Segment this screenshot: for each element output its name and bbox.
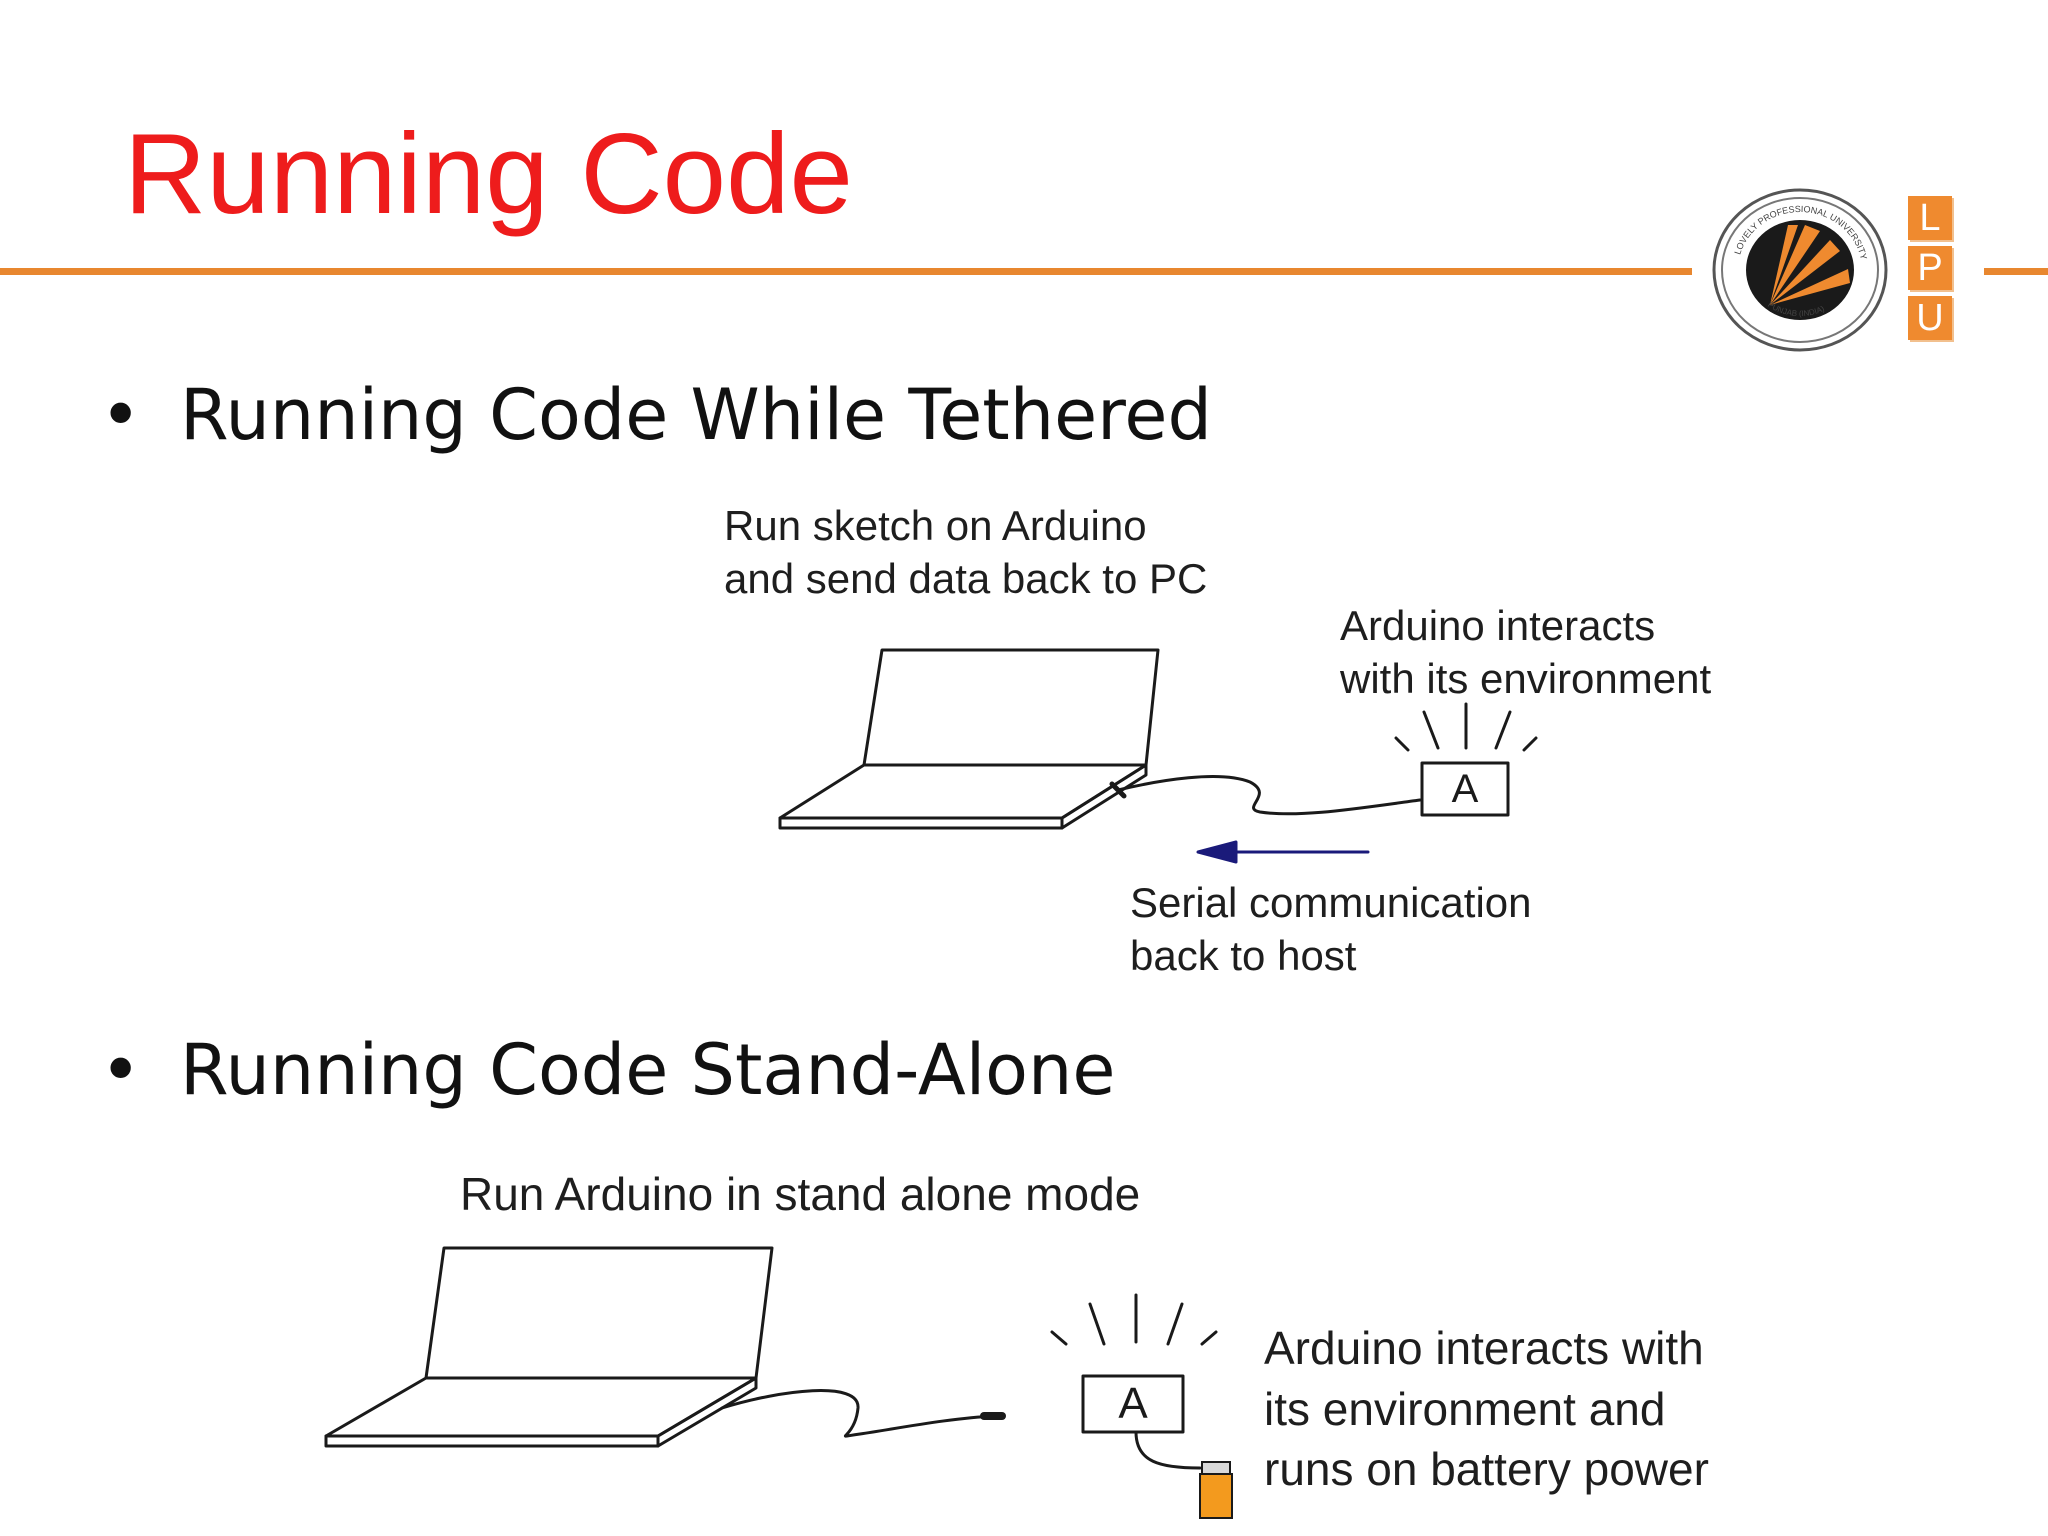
- standalone-note: Arduino interacts with its environment a…: [1264, 1318, 1709, 1500]
- battery-icon: [1199, 1461, 1233, 1519]
- standalone-note-line3: runs on battery power: [1264, 1443, 1709, 1496]
- standalone-caption: Run Arduino in stand alone mode: [460, 1168, 1141, 1220]
- bullet-standalone-text: Running Code Stand-Alone: [180, 1029, 1116, 1111]
- activity-rays: [1394, 702, 1538, 752]
- board-letter: A: [1118, 1379, 1148, 1428]
- standalone-note-line2: its environment and: [1264, 1382, 1666, 1435]
- serial-arrow: [1196, 840, 1370, 864]
- tethered-arduino-note-line2: with its environment: [1340, 654, 1712, 702]
- logo-letter-l: L: [1908, 196, 1952, 240]
- tethered-arduino-note: Arduino interacts with its environment: [1340, 600, 1711, 705]
- logo-letter-p: P: [1908, 246, 1952, 290]
- tethered-arduino-note-line1: Arduino interacts: [1340, 602, 1656, 649]
- board-letter: A: [1452, 767, 1479, 811]
- lpu-seal-icon: LOVELY PROFESSIONAL UNIVERSITY PUNJAB (I…: [1712, 188, 1888, 352]
- battery-wire: [1134, 1430, 1202, 1470]
- bullet-standalone: •Running Code Stand-Alone: [100, 1035, 1115, 1105]
- arduino-board-icon: [1081, 1374, 1185, 1434]
- laptop-icon: [324, 1246, 774, 1448]
- bullet-dot: •: [100, 1029, 142, 1111]
- header-rule-right: [1984, 268, 2048, 275]
- tethered-caption: Run sketch on Arduino and send data back…: [724, 500, 1207, 605]
- lpu-letters: L P U: [1908, 196, 1960, 346]
- bullet-tethered: •Running Code While Tethered: [100, 380, 1212, 450]
- serial-note-line1: Serial communication: [1130, 879, 1532, 926]
- tethered-caption-line2: and send data back to PC: [724, 554, 1208, 602]
- usb-cable: [1116, 775, 1422, 816]
- tethered-caption-line1: Run sketch on Arduino: [724, 502, 1147, 549]
- header-rule-left: [0, 268, 1692, 275]
- bullet-dot: •: [100, 374, 142, 456]
- activity-rays: [1050, 1293, 1218, 1346]
- serial-note-line2: back to host: [1130, 931, 1357, 979]
- serial-note: Serial communication back to host: [1130, 877, 1532, 982]
- standalone-note-line1: Arduino interacts with: [1264, 1322, 1704, 1374]
- logo-letter-u: U: [1908, 296, 1952, 340]
- slide-title: Running Code: [124, 111, 853, 238]
- laptop-icon: [778, 648, 1160, 830]
- arduino-board-icon: [1420, 761, 1510, 817]
- bullet-tethered-text: Running Code While Tethered: [180, 374, 1212, 456]
- usb-cable: [720, 1389, 998, 1438]
